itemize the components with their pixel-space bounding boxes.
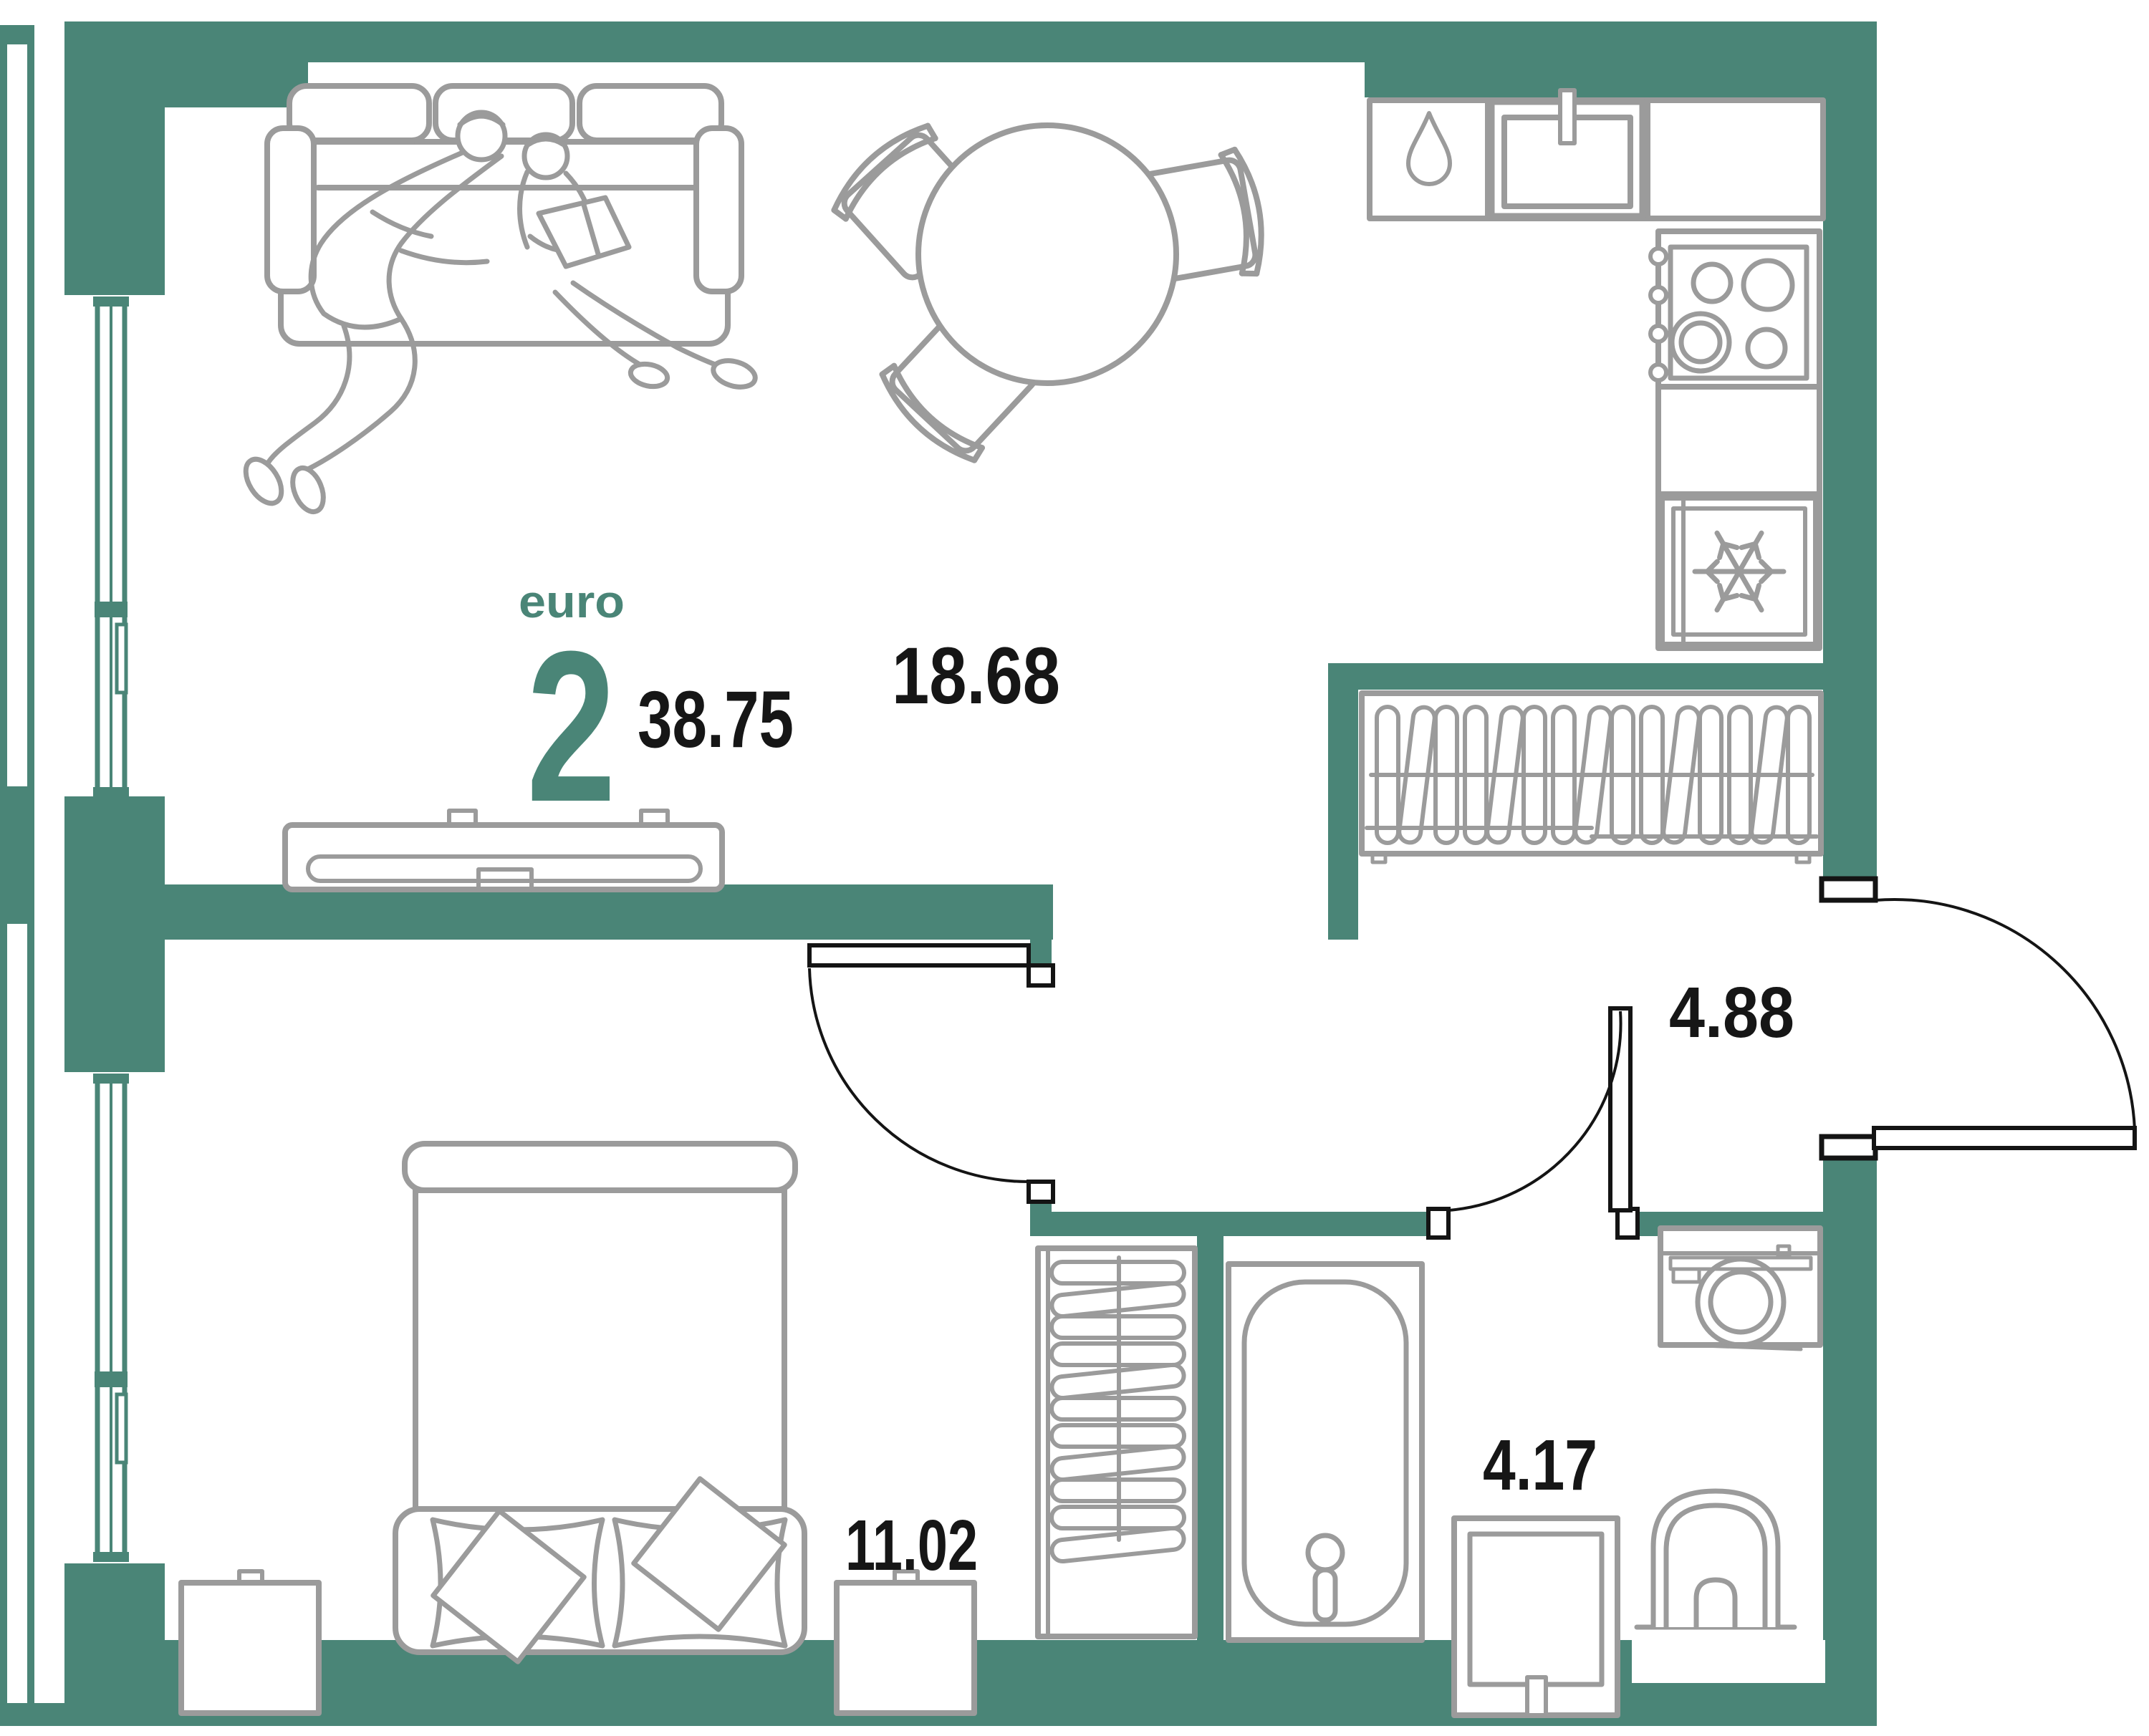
wall-bedroom-door-top — [1030, 937, 1052, 965]
bedroom-wardrobe — [1035, 1245, 1198, 1639]
bed — [393, 1141, 807, 1664]
person-left — [243, 110, 508, 515]
entrance-door — [1819, 876, 2137, 1161]
fridge — [1659, 495, 1819, 647]
living-window — [93, 296, 129, 797]
bedroom-window — [93, 1074, 129, 1562]
wall-kitchen-hall — [1328, 663, 1823, 690]
wall-kitchen-hall-stub — [1328, 690, 1358, 940]
faucet — [1558, 88, 1577, 145]
balcony-edge — [0, 25, 64, 1726]
wall-bath-top-left — [1030, 1212, 1431, 1236]
unit-type-label: euro — [519, 576, 625, 627]
drop-icon — [1406, 111, 1452, 186]
hallway-area-label: 4.88 — [1669, 973, 1794, 1053]
wall-bed-bath-divider — [1197, 1236, 1223, 1640]
total-area-label: 38.75 — [638, 675, 794, 764]
labels: euro 2 38.75 18.68 4.88 11.02 4.17 — [519, 576, 1794, 1586]
bedroom-area-label: 11.02 — [845, 1505, 978, 1586]
wall-divider-bedroom — [165, 884, 1053, 940]
stove — [1648, 244, 1809, 382]
kitchen-sink — [1488, 88, 1646, 220]
snowflake-icon — [1692, 530, 1787, 613]
bottom-wall-niche — [1632, 1640, 1825, 1683]
windows — [93, 296, 129, 1562]
bathroom-door — [1426, 1006, 1640, 1240]
pillows — [430, 1476, 788, 1664]
kitchen-column — [1648, 228, 1822, 651]
nightstand-right — [834, 1569, 977, 1716]
living-kitchen-area-label: 18.68 — [892, 631, 1060, 720]
dining-table — [915, 122, 1179, 386]
people-on-sofa — [243, 110, 758, 515]
room-count-label: 2 — [527, 606, 616, 847]
wall-left — [64, 100, 165, 1642]
wall-right — [1823, 79, 1877, 1726]
washing-machine — [1658, 1225, 1823, 1351]
toilet — [1634, 1488, 1797, 1630]
wall-top — [64, 21, 1877, 107]
bathtub — [1226, 1261, 1425, 1643]
tv-stand — [282, 809, 725, 892]
person-right — [517, 132, 758, 390]
hallway-wardrobe — [1359, 690, 1824, 864]
bathroom-sink — [1451, 1515, 1620, 1718]
bathroom-area-label: 4.17 — [1483, 1425, 1597, 1505]
nightstand-left — [178, 1569, 322, 1716]
doors — [807, 876, 2137, 1240]
bedroom-door — [807, 943, 1055, 1204]
kitchen-counter — [1367, 88, 1826, 221]
